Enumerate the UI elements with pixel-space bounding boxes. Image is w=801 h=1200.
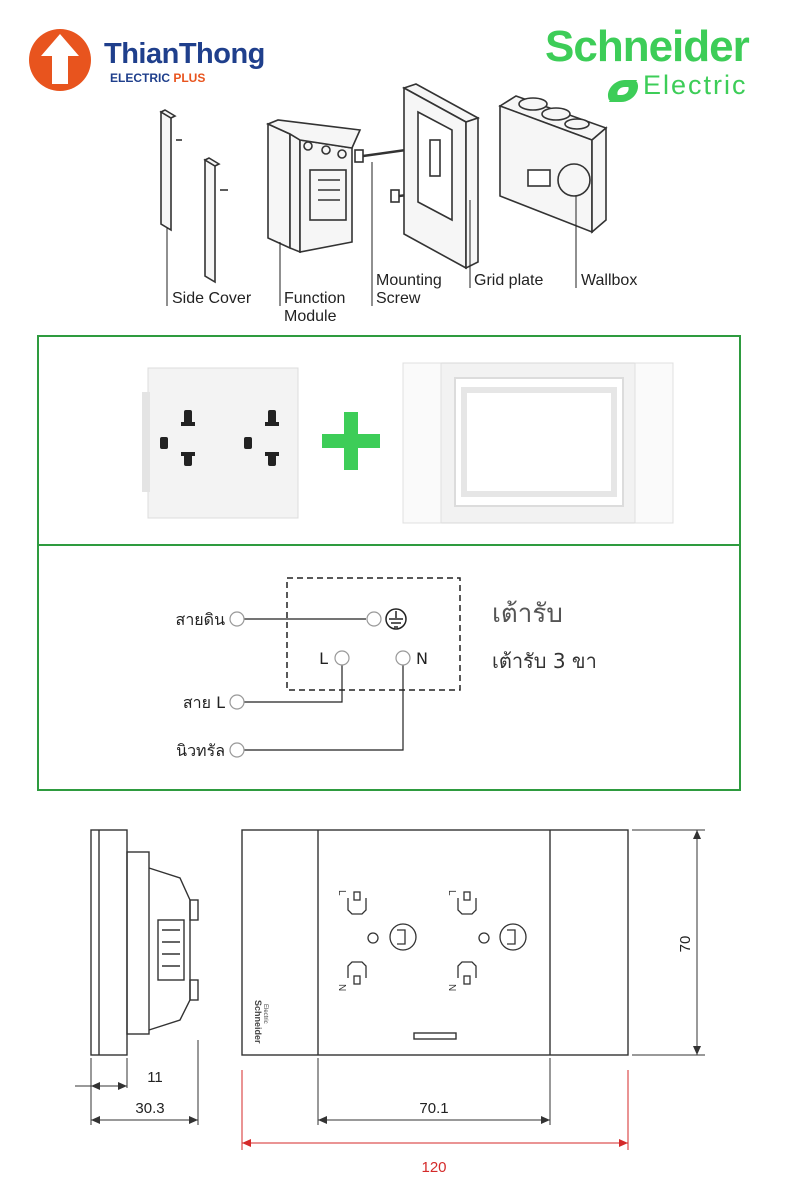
wiring-title: เต้ารับ bbox=[492, 599, 563, 629]
wallbox-part bbox=[498, 95, 608, 234]
wiring-diagram: สายดิน สาย L นิวทรัล L N เต้ารับ เต้ารับ… bbox=[176, 577, 597, 760]
thianthong-name: ThianThong bbox=[104, 38, 265, 70]
double-socket-module bbox=[142, 367, 299, 519]
socket-left-l-label: L bbox=[336, 890, 347, 896]
plate-brand-sub-label: Electric bbox=[262, 1004, 268, 1024]
terminal-l-label: L bbox=[319, 649, 328, 668]
label-function-module-1: Function bbox=[284, 290, 345, 307]
overall-width-dimension bbox=[241, 1070, 629, 1150]
front-view-plate bbox=[241, 829, 629, 1056]
grid-plate-part bbox=[402, 83, 480, 270]
dim-120-label: 120 bbox=[421, 1159, 446, 1176]
dim-70-label: 70 bbox=[677, 936, 694, 953]
grid-plate-frame bbox=[402, 362, 674, 524]
label-mounting-screw-2: Screw bbox=[376, 290, 421, 307]
schneider-name: Schneider bbox=[545, 22, 750, 71]
label-wallbox: Wallbox bbox=[581, 272, 637, 289]
schneider-sub: Electric bbox=[643, 70, 748, 100]
terminal-points bbox=[229, 611, 411, 758]
dimension-lines bbox=[75, 829, 705, 1125]
terminal-n-label: N bbox=[416, 649, 428, 668]
label-grid-plate: Grid plate bbox=[474, 272, 543, 289]
tagline-electric: ELECTRIC bbox=[110, 71, 174, 85]
thianthong-arrow-icon bbox=[29, 29, 91, 91]
socket-right-l-label: L bbox=[446, 890, 457, 896]
leader-lines bbox=[166, 162, 577, 306]
socket-right-n-label: N bbox=[446, 984, 457, 991]
schneider-life-is-on-icon bbox=[607, 80, 639, 102]
label-live-wire: สาย L bbox=[183, 693, 225, 712]
function-module-part bbox=[265, 119, 362, 254]
front-view-outlets bbox=[347, 891, 527, 985]
label-side-cover: Side Cover bbox=[172, 290, 252, 307]
label-function-module-2: Module bbox=[284, 308, 337, 325]
ground-icon bbox=[385, 608, 407, 630]
wiring-subtitle: เต้ารับ 3 ขา bbox=[492, 649, 597, 673]
thianthong-tagline: ELECTRIC PLUS bbox=[110, 71, 205, 85]
plus-icon bbox=[322, 412, 380, 470]
side-cover-part bbox=[159, 109, 228, 284]
socket-boundary bbox=[286, 577, 461, 691]
side-view bbox=[90, 829, 199, 1056]
tagline-plus: PLUS bbox=[173, 71, 206, 85]
product-combo-drawing bbox=[142, 362, 674, 524]
label-neutral-wire: นิวทรัล bbox=[176, 741, 225, 760]
exploded-view-drawing: Side Cover Function Module Mounting Scre… bbox=[159, 83, 637, 325]
product-frame bbox=[37, 335, 741, 546]
wires bbox=[244, 618, 404, 751]
overall-width-arrows bbox=[242, 1139, 628, 1147]
plate-brand-label: Schneider bbox=[253, 1000, 263, 1044]
dim-70-1-label: 70.1 bbox=[419, 1100, 448, 1117]
dim-30-3-label: 30.3 bbox=[135, 1100, 164, 1117]
socket-left-n-label: N bbox=[336, 984, 347, 991]
label-ground-wire: สายดิน bbox=[176, 610, 226, 629]
label-mounting-screw-1: Mounting bbox=[376, 272, 442, 289]
dim-11-label: 11 bbox=[147, 1069, 163, 1086]
thianthong-logo: ThianThong ELECTRIC PLUS bbox=[24, 26, 294, 91]
dimension-arrows bbox=[91, 830, 701, 1124]
wiring-frame bbox=[37, 546, 741, 791]
schneider-logo: Schneider Electric bbox=[545, 22, 785, 102]
